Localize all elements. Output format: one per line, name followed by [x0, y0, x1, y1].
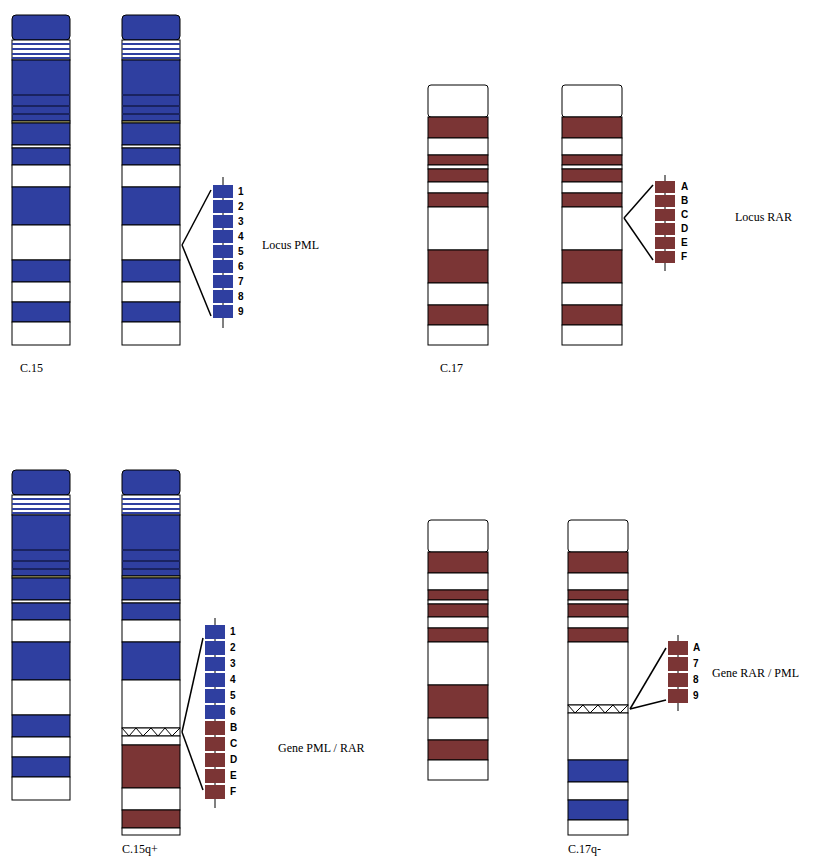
- callout-number: 8: [238, 291, 244, 303]
- callout-number: D: [230, 754, 237, 766]
- callout-number: A: [681, 181, 688, 193]
- callout-number: 3: [230, 658, 236, 670]
- callout-number: 7: [693, 658, 699, 670]
- chromosome-label: C.15q+: [122, 842, 158, 856]
- callout-number: E: [230, 770, 237, 782]
- callout-number: 6: [238, 261, 244, 273]
- callout-number: D: [681, 223, 688, 235]
- callout-number: 7: [238, 276, 244, 288]
- callout-number: 2: [238, 201, 244, 213]
- callout-number: 3: [238, 216, 244, 228]
- callout-number: 8: [693, 674, 699, 686]
- locus-label: Locus RAR: [735, 210, 792, 224]
- callout-number: 9: [693, 690, 699, 702]
- locus-label: Locus PML: [262, 238, 319, 252]
- callout-number: 9: [238, 306, 244, 318]
- callout-number: A: [693, 642, 700, 654]
- callout-number: F: [681, 251, 687, 263]
- callout-number: B: [230, 722, 237, 734]
- callout-number: 5: [230, 690, 236, 702]
- callout-number: C: [681, 209, 688, 221]
- chromosome-label: C.17: [440, 361, 463, 375]
- callout-number: 1: [230, 626, 236, 638]
- callout-number: 4: [230, 674, 236, 686]
- callout-number: 6: [230, 706, 236, 718]
- callout-number: F: [230, 786, 236, 798]
- callout-number: 2: [230, 642, 236, 654]
- chromosome-label: C.17q-: [568, 842, 601, 856]
- callout-number: B: [681, 195, 688, 207]
- callout-number: 4: [238, 231, 244, 243]
- callout-number: E: [681, 237, 688, 249]
- gene-label: Gene RAR / PML: [712, 666, 799, 680]
- callout-number: 1: [238, 186, 244, 198]
- callout-number: 5: [238, 246, 244, 258]
- chromosome-label: C.15: [20, 361, 43, 375]
- gene-label: Gene PML / RAR: [278, 741, 365, 755]
- callout-number: C: [230, 738, 237, 750]
